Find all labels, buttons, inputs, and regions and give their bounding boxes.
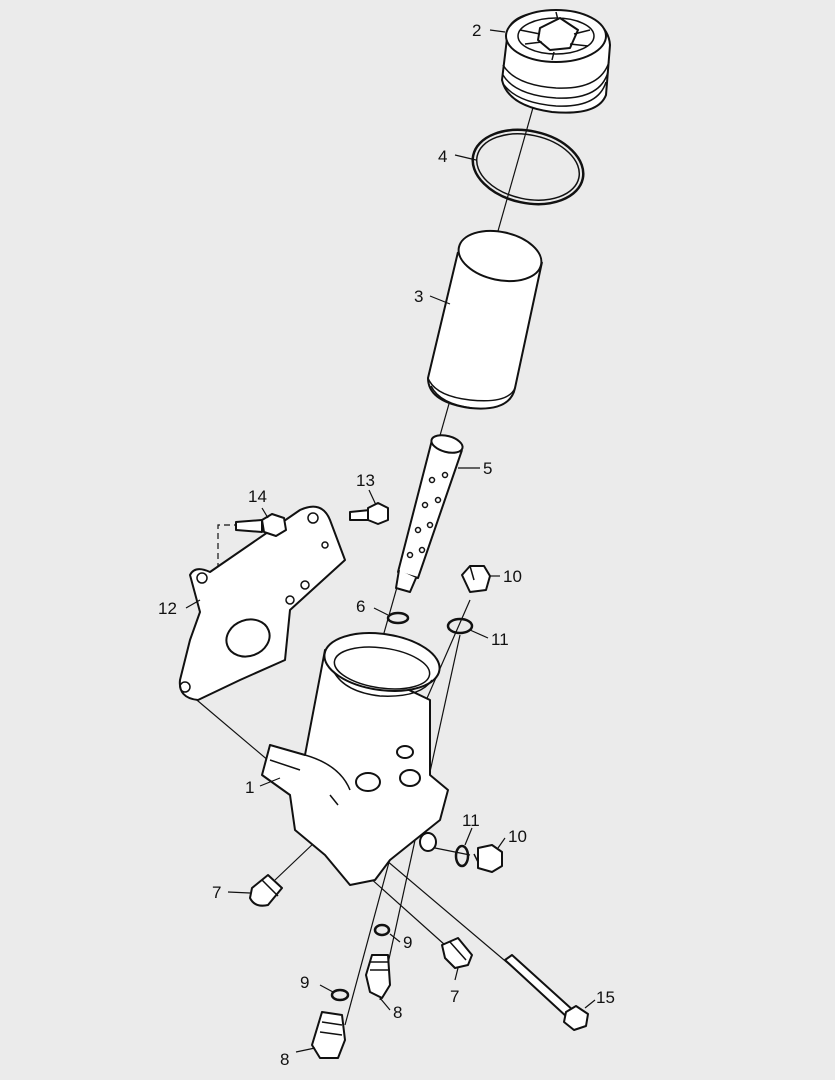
callout-10-upper: 10 <box>503 567 522 586</box>
washer-9-upper <box>373 923 391 937</box>
callout-8-lower: 8 <box>280 1050 289 1069</box>
callout-12: 12 <box>158 599 177 618</box>
washer-lower <box>454 844 470 868</box>
fitting-7-left <box>249 874 283 907</box>
long-bolt-15 <box>504 954 589 1031</box>
callout-3: 3 <box>414 287 423 306</box>
callout-7-left: 7 <box>212 883 221 902</box>
callout-2: 2 <box>472 21 481 40</box>
bolt-13 <box>349 502 389 525</box>
elbow-fitting-lower <box>311 1011 346 1059</box>
callout-9-lower: 9 <box>300 973 309 992</box>
filter-element <box>427 229 543 410</box>
washer-9-lower <box>330 988 350 1002</box>
callout-1: 1 <box>245 778 254 797</box>
callout-14: 14 <box>248 487 267 506</box>
filter-housing <box>261 632 449 886</box>
callout-11-lower: 11 <box>462 811 480 830</box>
callout-13: 13 <box>356 471 375 490</box>
o-ring-large <box>471 128 585 206</box>
callout-7-right: 7 <box>450 987 459 1006</box>
plug-lower <box>473 844 503 873</box>
callout-15: 15 <box>596 988 615 1007</box>
callout-9-upper: 9 <box>403 933 412 952</box>
perforated-tube <box>395 434 464 593</box>
leader-lines <box>185 29 596 1053</box>
o-ring-small <box>386 611 410 625</box>
callout-10-lower: 10 <box>508 827 527 846</box>
callout-8-upper: 8 <box>393 1003 402 1022</box>
bolt-14 <box>235 513 287 537</box>
callout-4: 4 <box>438 147 447 166</box>
mounting-bracket <box>178 505 346 701</box>
callout-11-upper: 11 <box>491 630 509 649</box>
elbow-fitting-upper <box>365 954 391 999</box>
callout-5: 5 <box>483 459 492 478</box>
washer-upper <box>446 617 474 635</box>
filter-cap <box>501 9 611 114</box>
fitting-7-right <box>441 937 473 969</box>
callout-labels: 2 4 3 5 14 13 10 12 6 11 1 11 10 7 9 9 7… <box>158 21 615 1069</box>
plug-upper <box>461 565 491 593</box>
callout-6: 6 <box>356 597 365 616</box>
